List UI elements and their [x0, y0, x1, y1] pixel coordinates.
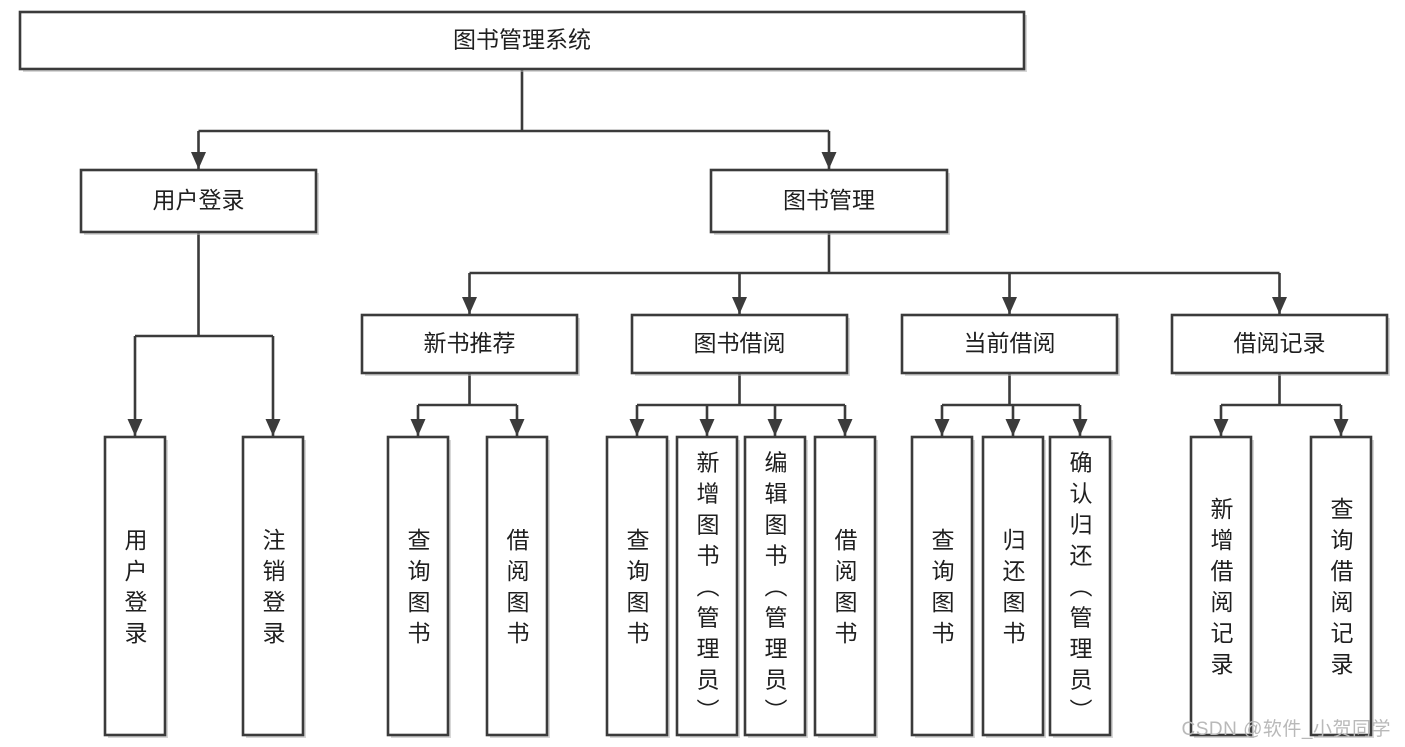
node-label: 新增图书︵管理员︶	[697, 450, 720, 724]
arrow-head-icon	[1005, 419, 1021, 436]
node-box	[981, 435, 1045, 737]
node-label: 查询图书	[408, 527, 431, 646]
arrow-head-icon	[265, 419, 281, 436]
node-新增借阅记录[interactable]: 新增借阅记录	[1189, 435, 1254, 738]
node-box	[910, 435, 974, 737]
node-label: 图书管理	[783, 187, 875, 213]
connector-layer	[127, 69, 1349, 436]
arrow-head-icon	[767, 419, 783, 436]
node-box	[485, 435, 549, 737]
arrow-head-icon	[410, 419, 426, 436]
arrow-head-icon	[462, 297, 477, 314]
node-编辑图书管理员[interactable]: 编辑图书︵管理员︶	[743, 435, 808, 738]
node-box	[1189, 435, 1253, 737]
node-label: 查询借阅记录	[1331, 496, 1354, 677]
node-box	[386, 435, 450, 737]
node-label: 注销登录	[263, 527, 286, 646]
node-新书推荐[interactable]: 新书推荐	[360, 313, 580, 376]
node-查询图书[interactable]: 查询图书	[910, 435, 975, 738]
node-label: 归还图书	[1003, 527, 1026, 646]
node-box	[630, 313, 849, 375]
arrow-head-icon	[699, 419, 715, 436]
node-box	[605, 435, 669, 737]
node-图书借阅[interactable]: 图书借阅	[630, 313, 850, 376]
node-box	[1170, 313, 1389, 375]
node-label: 用户登录	[153, 187, 245, 213]
node-label: 当前借阅	[964, 330, 1056, 356]
arrow-head-icon	[127, 419, 143, 436]
node-box	[79, 168, 318, 234]
arrow-head-icon	[732, 297, 747, 314]
arrow-head-icon	[1333, 419, 1349, 436]
node-box	[675, 435, 739, 737]
node-label: 查询图书	[627, 527, 650, 646]
node-归还图书[interactable]: 归还图书	[981, 435, 1046, 738]
node-借阅记录[interactable]: 借阅记录	[1170, 313, 1390, 376]
arrow-head-icon	[837, 419, 853, 436]
node-label: 图书管理系统	[453, 27, 591, 53]
node-label: 查询图书	[932, 527, 955, 646]
node-借阅图书[interactable]: 借阅图书	[813, 435, 878, 738]
node-label: 新书推荐	[424, 330, 516, 356]
node-查询图书[interactable]: 查询图书	[386, 435, 451, 738]
node-box	[813, 435, 877, 737]
arrow-head-icon	[1002, 297, 1017, 314]
node-box	[709, 168, 949, 234]
node-label: 新增借阅记录	[1211, 496, 1234, 677]
arrow-head-icon	[509, 419, 525, 436]
node-label: 用户登录	[125, 527, 148, 646]
arrow-head-icon	[1272, 297, 1287, 314]
node-新增图书管理员[interactable]: 新增图书︵管理员︶	[675, 435, 740, 738]
arrow-head-icon	[629, 419, 645, 436]
node-label: 图书借阅	[694, 330, 786, 356]
node-box	[743, 435, 807, 737]
node-用户登录[interactable]: 用户登录	[79, 168, 319, 235]
arrow-head-icon	[1072, 419, 1088, 436]
node-box	[1309, 435, 1373, 737]
node-label: 借阅记录	[1234, 330, 1326, 356]
node-用户登录[interactable]: 用户登录	[103, 435, 168, 738]
arrow-head-icon	[1213, 419, 1229, 436]
node-box	[103, 435, 167, 737]
node-label: 编辑图书︵管理员︶	[765, 450, 788, 724]
node-注销登录[interactable]: 注销登录	[241, 435, 306, 738]
node-查询借阅记录[interactable]: 查询借阅记录	[1309, 435, 1374, 738]
node-box	[241, 435, 305, 737]
arrow-head-icon	[191, 152, 206, 169]
node-label: 借阅图书	[507, 527, 530, 646]
node-借阅图书[interactable]: 借阅图书	[485, 435, 550, 738]
node-当前借阅[interactable]: 当前借阅	[900, 313, 1120, 376]
node-box	[18, 10, 1026, 71]
node-图书管理系统[interactable]: 图书管理系统	[18, 10, 1027, 72]
arrow-head-icon	[934, 419, 950, 436]
node-label: 借阅图书	[835, 527, 858, 646]
arrow-head-icon	[821, 152, 837, 169]
node-layer: 图书管理系统用户登录图书管理新书推荐图书借阅当前借阅借阅记录用户登录注销登录查询…	[18, 10, 1390, 738]
node-确认归还管理员[interactable]: 确认归还︵管理员︶	[1048, 435, 1113, 738]
node-box	[360, 313, 579, 375]
node-box	[900, 313, 1119, 375]
node-label: 确认归还︵管理员︶	[1070, 450, 1093, 724]
node-box	[1048, 435, 1112, 737]
node-图书管理[interactable]: 图书管理	[709, 168, 950, 235]
node-查询图书[interactable]: 查询图书	[605, 435, 670, 738]
